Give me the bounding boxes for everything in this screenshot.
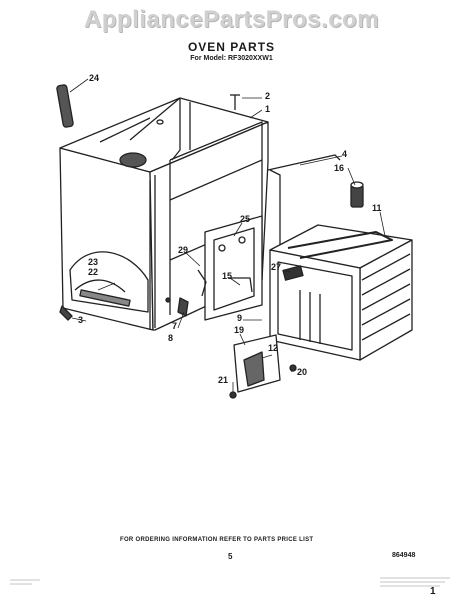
callout-9: 9: [237, 313, 243, 323]
callout-12: 12: [268, 343, 279, 353]
callout-16: 16: [334, 163, 345, 173]
callout-11: 11: [372, 203, 382, 213]
callout-29: 29: [178, 245, 189, 255]
page-number: 5: [228, 552, 233, 561]
door-frame: [204, 215, 263, 321]
callout-21: 21: [218, 375, 229, 385]
page-title: OVEN PARTS: [187, 40, 276, 54]
callout-2: 2: [265, 91, 271, 101]
callout-19: 19: [234, 325, 245, 335]
drawing-code: 864948: [392, 552, 416, 559]
callout-8: 8: [168, 333, 174, 343]
callout-3: 3: [78, 315, 84, 325]
bracket-24: [56, 84, 74, 128]
callout-23: 23: [88, 257, 99, 267]
callout-15: 15: [222, 271, 233, 281]
watermark: AppliancePartsPros.com: [83, 6, 380, 33]
callout-22: 22: [88, 267, 99, 277]
callout-25: 25: [240, 214, 251, 224]
ordering-instruction: FOR ORDERING INFORMATION REFER TO PARTS …: [120, 537, 314, 543]
callout-24: 24: [89, 73, 100, 83]
page-mark: 1: [430, 586, 436, 597]
callout-7: 7: [172, 321, 178, 331]
callout-4: 4: [342, 149, 348, 159]
callout-1: 1: [265, 104, 271, 114]
model-subtitle: For Model: RF3020XXW1: [190, 55, 273, 62]
callout-27: 27: [271, 262, 282, 272]
callout-20: 20: [297, 367, 308, 377]
vent-hole: [119, 152, 147, 168]
